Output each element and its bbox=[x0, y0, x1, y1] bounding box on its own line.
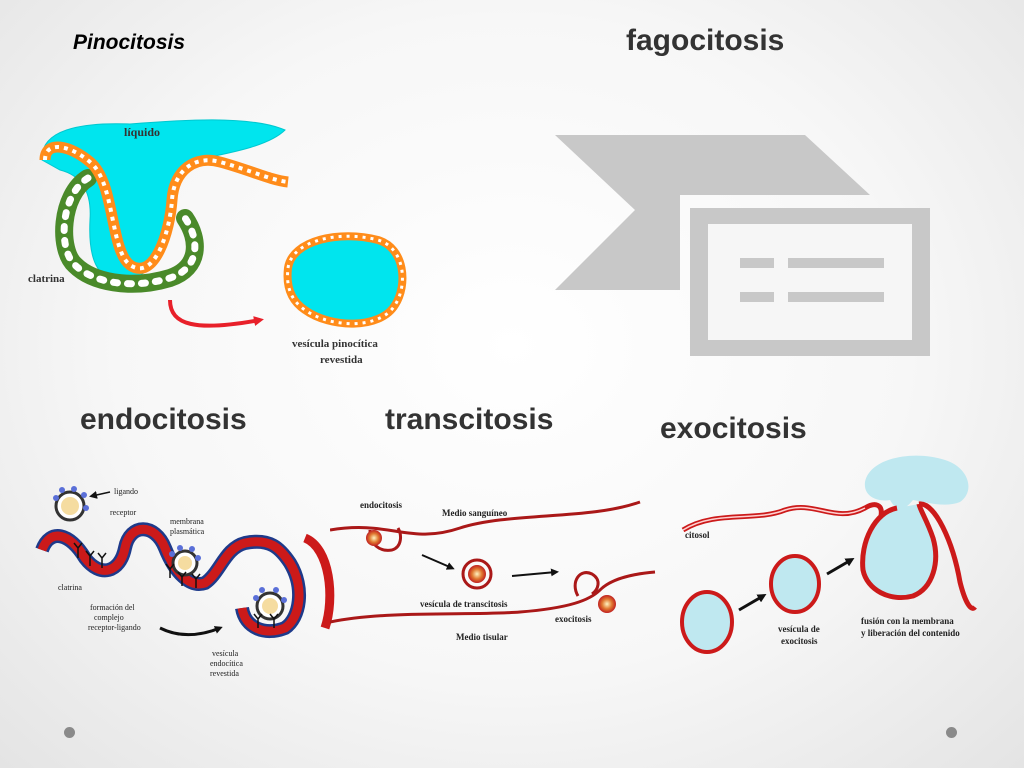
label-trans-exocitosis: exocitosis bbox=[555, 614, 592, 624]
label-receptor: receptor bbox=[110, 508, 137, 517]
transcitosis-diagram: endocitosis Medio sanguíneo vesícula de … bbox=[330, 500, 656, 642]
ligand-3 bbox=[255, 591, 285, 621]
ligand-1 bbox=[54, 490, 86, 522]
label-endo-clatrina: clatrina bbox=[58, 583, 82, 592]
ligand-2 bbox=[171, 549, 199, 577]
picture-placeholder-icon bbox=[555, 135, 930, 356]
pinocytic-vesicle bbox=[283, 232, 407, 328]
label-fusion-2: y liberación del contenido bbox=[861, 628, 960, 638]
label-vesicula-2: revestida bbox=[320, 354, 363, 366]
title-transcitosis: transcitosis bbox=[385, 403, 554, 436]
title-fagocitosis: fagocitosis bbox=[626, 24, 785, 57]
red-arrow bbox=[168, 299, 264, 328]
label-endo-vesicula-1: vesícula bbox=[212, 649, 239, 658]
label-exo-vesicula-1: vesícula de bbox=[778, 624, 820, 634]
exo-arrow-1 bbox=[738, 593, 767, 612]
label-liquido: líquido bbox=[124, 125, 160, 139]
vesicle-2 bbox=[769, 554, 821, 614]
slide-corner-dot-right bbox=[946, 727, 957, 738]
particle-1 bbox=[366, 530, 382, 546]
pinocitosis-diagram: líquido clatrina vesícula pinocítica rev… bbox=[28, 119, 407, 366]
particle-2 bbox=[468, 565, 486, 583]
black-arrow-2 bbox=[159, 626, 223, 637]
label-exo-vesicula-2: exocitosis bbox=[781, 636, 818, 646]
label-medio-tisular: Medio tisular bbox=[456, 632, 508, 642]
exo-arrow-2 bbox=[826, 557, 855, 576]
released-content bbox=[864, 455, 969, 509]
label-formacion-2: complejo bbox=[94, 613, 124, 622]
label-membrana-1: membrana bbox=[170, 517, 204, 526]
label-vesicula-transcitosis: vesícula de transcitosis bbox=[420, 599, 508, 609]
black-arrow-1 bbox=[89, 491, 111, 499]
label-citosol: citosol bbox=[685, 530, 710, 540]
label-endo-vesicula-3: revestida bbox=[210, 669, 239, 678]
title-exocitosis: exocitosis bbox=[660, 412, 807, 445]
transcitosis-bottom-membrane bbox=[330, 570, 656, 624]
clathrin-coat bbox=[55, 169, 204, 293]
slide-corner-dot-left bbox=[64, 727, 75, 738]
label-endo-vesicula-2: endocítica bbox=[210, 659, 243, 668]
label-vesicula-1: vesícula pinocítica bbox=[292, 338, 378, 350]
label-medio-sanguineo: Medio sanguíneo bbox=[442, 508, 508, 518]
exocitosis-diagram: citosol vesícula de exocitosis fusión co… bbox=[680, 455, 977, 654]
label-trans-endocitosis: endocitosis bbox=[360, 500, 403, 510]
label-ligando: ligando bbox=[114, 487, 138, 496]
fusing-vesicle bbox=[860, 503, 939, 600]
arrow-2 bbox=[511, 568, 559, 577]
endocitosis-diagram: ligando receptor membrana plasmática cla… bbox=[35, 486, 335, 678]
transcytotic-vesicle bbox=[461, 558, 493, 590]
label-clatrina: clatrina bbox=[28, 273, 65, 285]
vesicle-1 bbox=[680, 590, 734, 654]
label-formacion-3: receptor-ligando bbox=[88, 623, 141, 632]
particle-3 bbox=[598, 595, 616, 613]
arrow-1 bbox=[421, 554, 455, 570]
label-membrana-2: plasmática bbox=[170, 527, 205, 536]
title-pinocitosis: Pinocitosis bbox=[73, 31, 186, 54]
label-fusion-1: fusión con la membrana bbox=[861, 616, 954, 626]
title-endocitosis: endocitosis bbox=[80, 403, 247, 436]
label-formacion-1: formación del bbox=[90, 603, 135, 612]
transcitosis-top-membrane bbox=[330, 500, 641, 536]
